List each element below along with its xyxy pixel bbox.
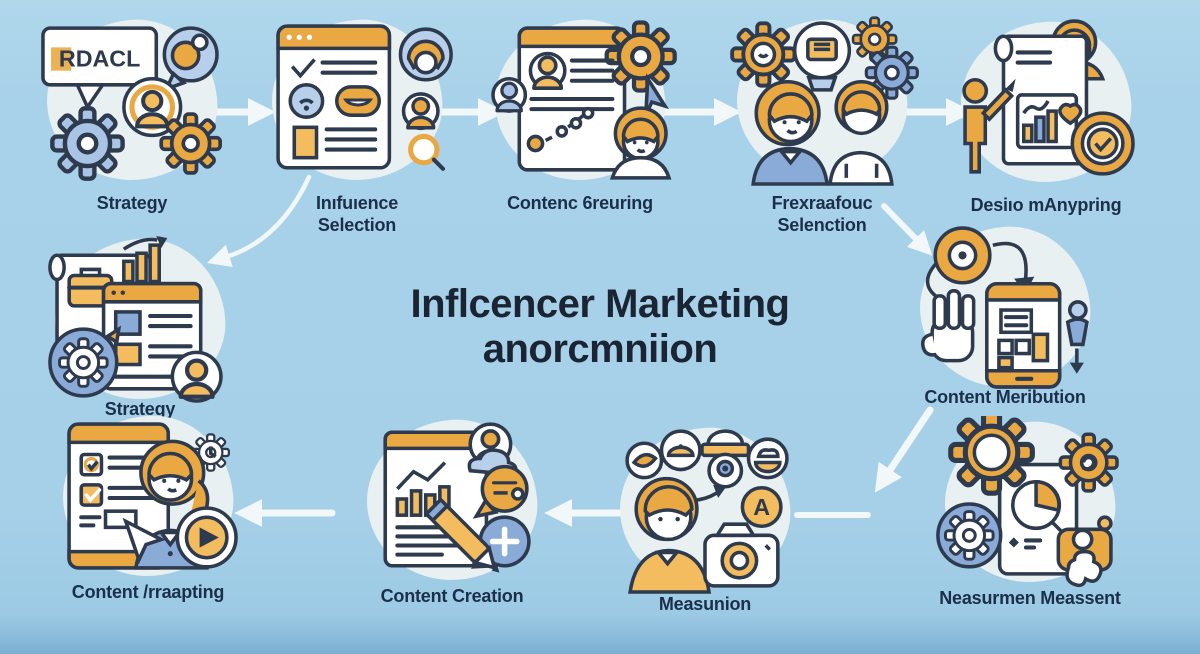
line-chart-icon [396,461,447,491]
speech-bubble-text: RDACL [59,45,140,71]
gear-icon [159,111,222,175]
gear-icon [607,22,675,90]
node-content-distribution: Content Meribution [895,221,1115,409]
gears-chat-profile-icon: RDACL [41,25,222,186]
hand-icon [920,289,976,363]
node-label: Neasurmen Meassent [939,588,1121,608]
node-label: Strategy [104,399,176,419]
gears-analytics-tablet-icon [936,416,1119,588]
gear-icon [52,108,122,178]
gear-icon [1058,432,1119,493]
content-document-gear-icon [491,14,683,180]
node-label: Frexraafouc Selenction [771,193,873,235]
node-content-creation: Content Creation [342,414,562,608]
audience-people-idea-icon [730,15,919,186]
ribbon-icon [643,72,670,116]
node-label: Strategy [96,193,168,213]
strategy-document-gear-icon [48,236,223,403]
presenter-figure-icon [962,77,989,104]
pencil-chart-document-icon [383,422,531,573]
node-strategy-left: Strategy [30,233,250,421]
node-influence-selection: Inıfuıence Selection [247,12,467,237]
node-content-adapting: Content /rraapting [38,410,258,604]
node-label: Content Meribution [924,387,1086,407]
camera-person-icon: A [625,429,789,594]
download-figure-icon [1067,300,1088,320]
node-label: Measunion [658,594,752,614]
presentation-chart-badge-icon [962,18,1135,176]
node-audience-selection: Frexraafouc Selenction [712,12,932,237]
pencil-icon [423,497,500,573]
node-measurement-2: Neasurmen Meassent [920,422,1140,610]
node-strategy-top: RDACL Strategy [22,12,242,215]
node-label: Inıfuıence Selection [315,193,398,235]
influencer-checklist-icon [276,23,453,171]
paw-shape-icon [1065,549,1103,588]
node-measurement-1: A Measunion [595,422,815,616]
node-design-planning: Desiıo mAnypring [936,14,1156,217]
node-label: Content Creation [380,586,524,606]
heart-icon [1058,102,1083,125]
phone-distribution-hand-icon [920,226,1089,389]
node-label: Contenc 6reuring [507,193,653,213]
node-label: Desiıo mAnypring [970,195,1122,215]
page-title: Inflcencer Marketing anorcmniion [410,282,790,372]
a-badge-icon [740,485,783,528]
cursor-icon [122,517,166,565]
magnifier-icon [408,133,440,165]
curved-arrow-icon [992,241,1028,282]
checklist-video-woman-icon [67,422,238,570]
a-badge-text: A [753,494,770,520]
webcam-icon [706,429,745,447]
node-label: Content /rraapting [71,582,225,602]
node-content-creating: Contenc 6reuring [470,12,690,215]
